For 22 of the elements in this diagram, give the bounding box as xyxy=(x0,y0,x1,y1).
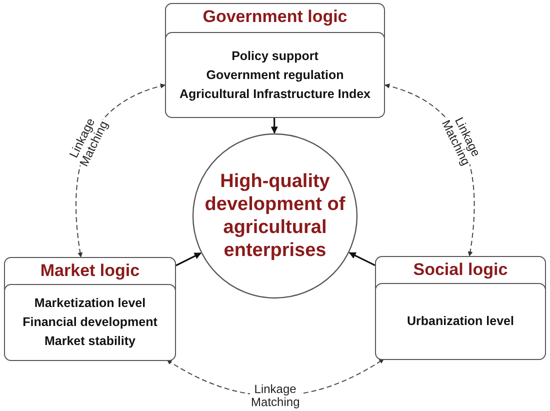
arrow xyxy=(348,252,376,266)
list-box xyxy=(165,32,385,118)
arrow xyxy=(176,252,202,266)
edge-label: Linkage Matching xyxy=(250,382,300,409)
list-item: Market stability xyxy=(44,333,136,350)
list-box xyxy=(375,283,546,360)
group-box xyxy=(165,3,385,117)
circle-node xyxy=(192,133,358,299)
group-title: Government logic xyxy=(202,7,348,27)
group-title: Social logic xyxy=(412,260,509,280)
node-text: High-quality development of agricultural enterprises xyxy=(204,170,346,262)
list-item: Government regulation xyxy=(206,66,344,84)
list-item: Policy support xyxy=(232,48,318,65)
list-item: Marketization level xyxy=(34,295,146,312)
group-box xyxy=(4,257,176,360)
group-box xyxy=(375,256,546,359)
arrow xyxy=(270,117,278,134)
list-item: Urbanization level xyxy=(407,313,514,330)
list-item: Financial development xyxy=(22,314,158,331)
list-item: Agricultural Infrastructure Index xyxy=(179,86,370,103)
list-box xyxy=(4,284,176,361)
group-title: Market logic xyxy=(39,261,141,281)
